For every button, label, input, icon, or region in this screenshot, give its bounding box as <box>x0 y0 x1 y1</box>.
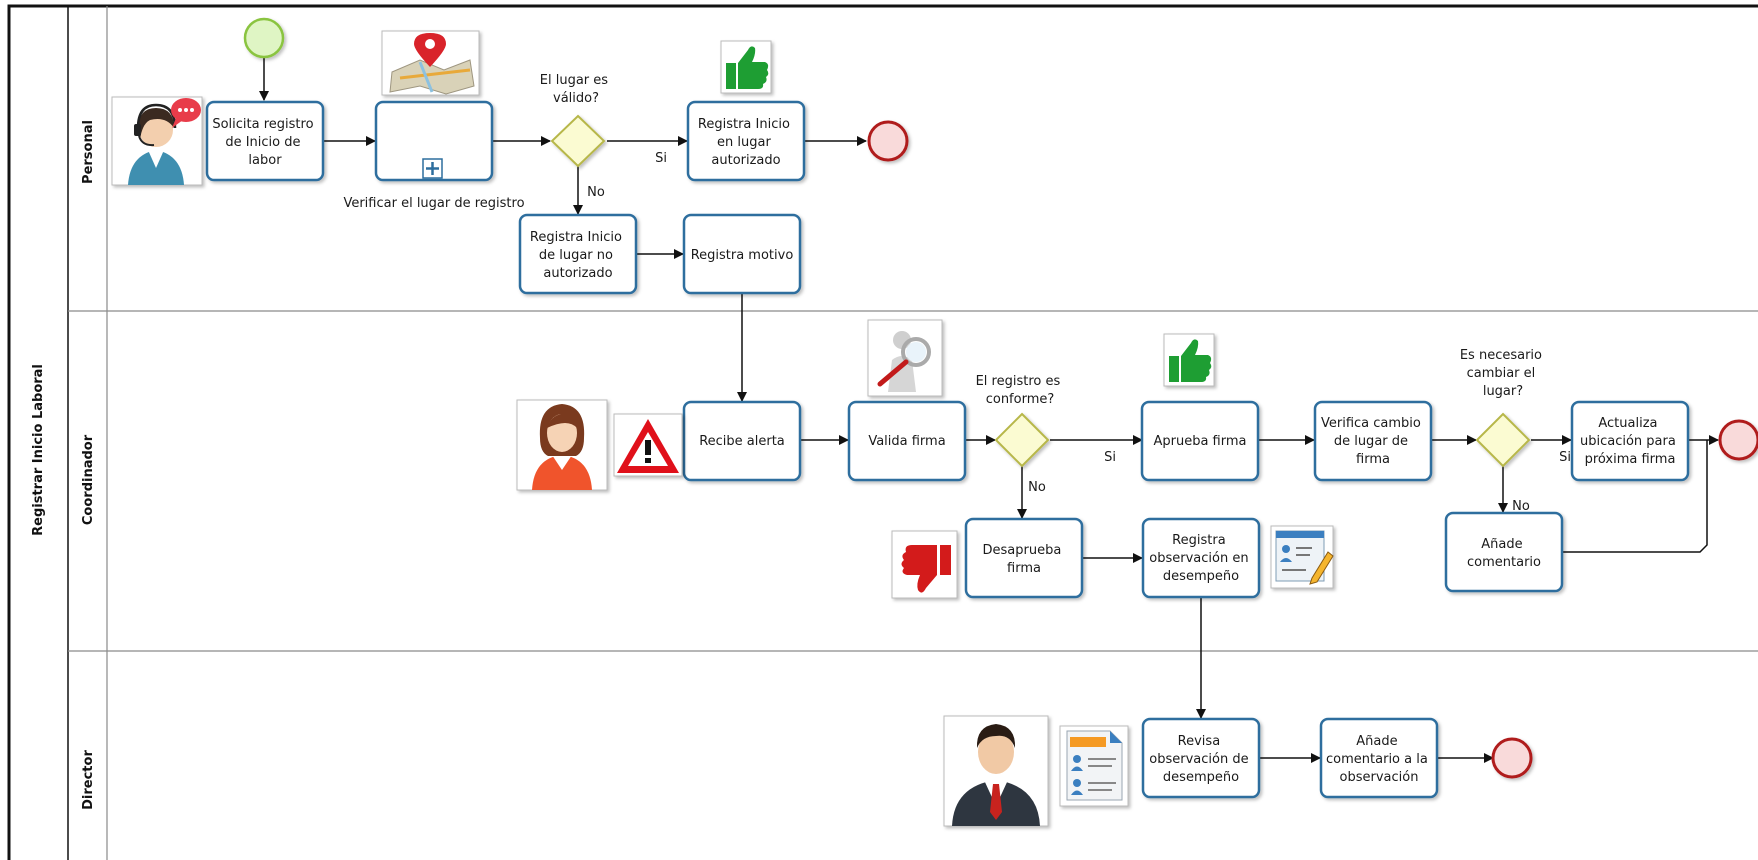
flow-label-si-3: Si <box>1559 450 1571 465</box>
end-event-director[interactable] <box>1491 737 1533 779</box>
start-event[interactable] <box>243 17 285 59</box>
gateway-lugar-valido[interactable]: El lugar es válido? <box>540 73 612 168</box>
gateway-label-line-1: El lugar es <box>540 73 609 88</box>
task-label-line-2: en lugar <box>717 135 771 150</box>
task-label-line-2: de lugar de <box>1334 434 1408 449</box>
gateway-cambiar-lugar[interactable]: Es necesario cambiar el lugar? <box>1460 348 1546 468</box>
sequence-flows <box>259 56 1719 763</box>
task-label-line-3: observación <box>1340 770 1419 785</box>
task-label: Solicita registro de Inicio de labor <box>212 117 317 168</box>
task-valida-firma[interactable]: Valida firma <box>847 400 967 482</box>
task-label: Recibe alerta <box>699 434 785 449</box>
task-label: Aprueba firma <box>1153 434 1246 449</box>
task-verifica-cambio[interactable]: Verifica cambio de lugar de firma <box>1313 400 1433 482</box>
flow-label-no-2: No <box>1028 480 1046 495</box>
task-label: Registra motivo <box>691 248 794 263</box>
task-label: Verifica cambio de lugar de firma <box>1321 416 1425 467</box>
task-label-line-3: firma <box>1356 452 1390 467</box>
lane-label-coordinador: Coordinador <box>81 434 96 525</box>
task-label-line-3: autorizado <box>543 266 612 281</box>
profile-edit-icon <box>1270 525 1334 589</box>
task-label-line-1: Registra <box>1172 533 1226 548</box>
task-registra-motivo[interactable]: Registra motivo <box>682 213 802 295</box>
task-label: Actualiza ubicación para próxima firma <box>1580 416 1680 467</box>
task-label: Valida firma <box>868 434 945 449</box>
gateway-registro-conforme[interactable]: El registro es conforme? <box>976 374 1065 468</box>
task-label: Añade comentario <box>1467 537 1541 570</box>
task-label-line-3: autorizado <box>711 153 780 168</box>
task-label-line-1: Actualiza <box>1598 416 1657 431</box>
task-registra-inicio-autorizado[interactable]: Registra Inicio en lugar autorizado <box>686 100 806 182</box>
gateway-label-line-1: El registro es <box>976 374 1061 389</box>
task-label-line-1: Añade <box>1481 537 1522 552</box>
end-event-coordinador[interactable] <box>1718 419 1758 461</box>
task-label-line-2: observación en <box>1149 551 1248 566</box>
lane-label-director: Director <box>81 750 96 810</box>
headset-operator-icon <box>111 96 203 186</box>
task-label-line-2: de lugar no <box>539 248 613 263</box>
flow-label-no-1: No <box>587 185 605 200</box>
task-label: Desaprueba firma <box>983 543 1066 576</box>
task-recibe-alerta[interactable]: Recibe alerta <box>682 400 802 482</box>
task-label-line-1: Registra Inicio <box>530 230 622 245</box>
task-anade-comentario[interactable]: Añade comentario <box>1444 511 1564 593</box>
task-label-line-2: comentario <box>1467 555 1541 570</box>
task-label: Registra observación en desempeño <box>1149 533 1252 584</box>
expand-marker-icon[interactable] <box>422 158 443 179</box>
task-label-line-3: desempeño <box>1163 770 1239 785</box>
thumbs-up-icon <box>1163 333 1215 387</box>
task-label-line-3: próxima firma <box>1585 452 1676 467</box>
end-event-personal[interactable] <box>867 120 909 162</box>
thumbs-up-icon <box>720 40 772 94</box>
task-actualiza-ubicacion[interactable]: Actualiza ubicación para próxima firma <box>1570 400 1690 482</box>
task-label-line-1: Solicita registro <box>212 117 313 132</box>
task-desaprueba-firma[interactable]: Desaprueba firma <box>964 517 1084 599</box>
gateway-label: El lugar es válido? <box>540 73 612 106</box>
task-label-line-1: Registra Inicio <box>698 117 790 132</box>
task-anade-comentario-observacion[interactable]: Añade comentario a la observación <box>1319 717 1439 799</box>
task-label-line-2: de Inicio de <box>225 135 300 150</box>
task-aprueba-firma[interactable]: Aprueba firma <box>1140 400 1260 482</box>
task-label-line-3: desempeño <box>1163 569 1239 584</box>
task-registra-observacion[interactable]: Registra observación en desempeño <box>1141 517 1261 599</box>
woman-avatar-icon <box>516 399 608 491</box>
document-icon <box>1059 725 1129 807</box>
gateway-label-line-3: lugar? <box>1483 384 1523 399</box>
task-label-line-2: observación de <box>1149 752 1248 767</box>
task-label-line-1: Añade <box>1356 734 1397 749</box>
task-label: Añade comentario a la observación <box>1326 734 1432 785</box>
task-label: Registra Inicio en lugar autorizado <box>698 117 794 168</box>
subprocess-verificar-lugar[interactable]: Verificar el lugar de registro <box>343 100 525 211</box>
task-label-line-2: ubicación para <box>1580 434 1676 449</box>
task-registra-inicio-no-autorizado[interactable]: Registra Inicio de lugar no autorizado <box>518 213 638 295</box>
task-label-line-2: comentario a la <box>1326 752 1428 767</box>
magnifier-icon <box>867 319 943 397</box>
task-label: Registra Inicio de lugar no autorizado <box>530 230 626 281</box>
gateway-label: Es necesario cambiar el lugar? <box>1460 348 1546 399</box>
gateway-label: El registro es conforme? <box>976 374 1065 407</box>
task-label: Revisa observación de desempeño <box>1149 734 1252 785</box>
task-label-line-1: Verifica cambio <box>1321 416 1421 431</box>
task-label-line-1: Desaprueba <box>983 543 1062 558</box>
flow-label-si-1: Si <box>655 151 667 166</box>
gateway-label-line-2: conforme? <box>986 392 1055 407</box>
pool-label: Registrar Inicio Laboral <box>31 364 46 536</box>
gateway-label-line-2: válido? <box>553 91 599 106</box>
lane-label-personal: Personal <box>81 120 96 184</box>
gateway-label-line-1: Es necesario <box>1460 348 1542 363</box>
task-label-line-2: firma <box>1007 561 1041 576</box>
flow-label-si-2: Si <box>1104 450 1116 465</box>
task-label-line-1: Revisa <box>1178 734 1221 749</box>
warning-icon <box>613 413 683 477</box>
map-pin-icon <box>381 30 480 96</box>
flow-label-no-3: No <box>1512 499 1530 514</box>
task-revisa-observacion[interactable]: Revisa observación de desempeño <box>1141 717 1261 799</box>
subprocess-label: Verificar el lugar de registro <box>343 196 524 211</box>
task-solicita-registro[interactable]: Solicita registro de Inicio de labor <box>205 100 325 182</box>
thumbs-down-icon <box>891 530 958 599</box>
gateway-label-line-2: cambiar el <box>1467 366 1536 381</box>
businessman-avatar-icon <box>943 715 1049 827</box>
task-label-line-3: labor <box>248 153 282 168</box>
